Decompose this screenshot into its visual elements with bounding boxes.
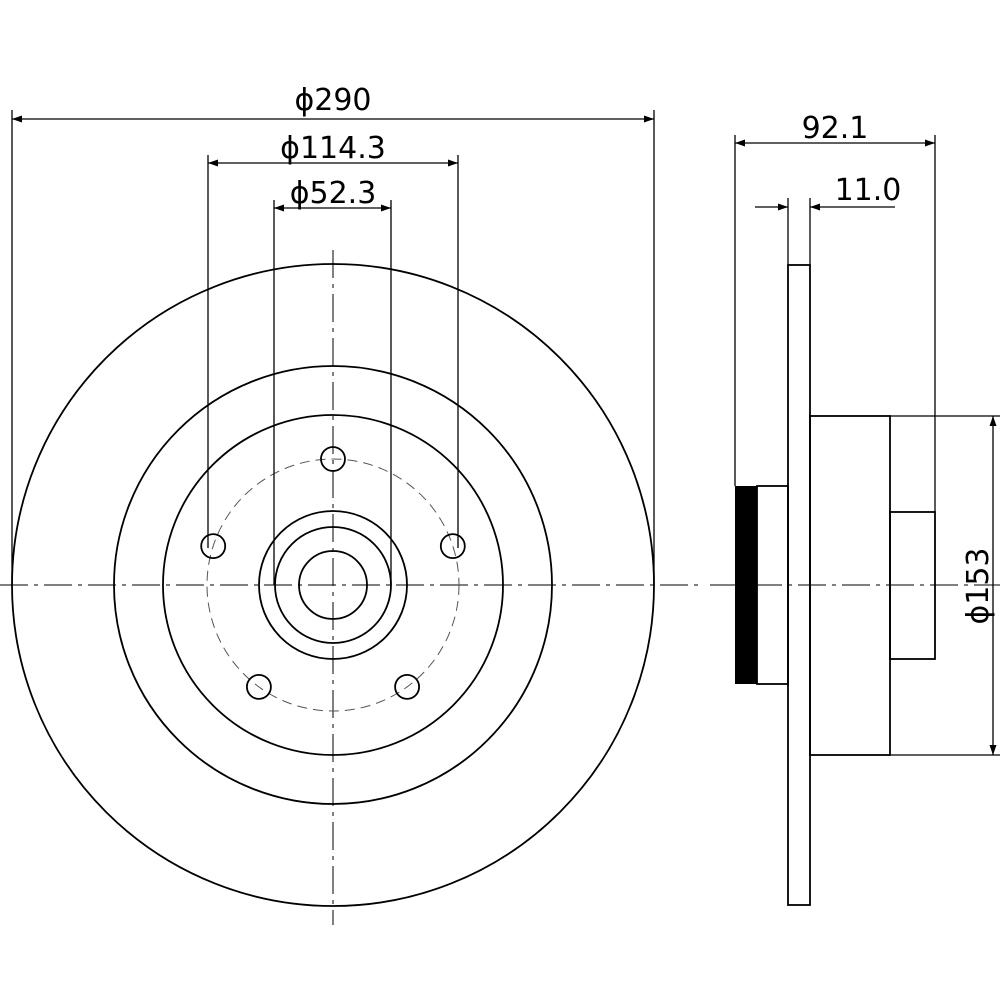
bolt-hole xyxy=(394,674,421,700)
center-bore xyxy=(298,550,368,620)
braking-surface-inner-edge xyxy=(113,365,553,805)
dim-disc-thickness: 11.0 xyxy=(835,173,902,208)
abs-sensor-ring xyxy=(735,486,757,684)
hub-boss-outer xyxy=(258,510,408,660)
bolt-hole xyxy=(200,533,227,559)
bolt-hole xyxy=(439,533,466,559)
bolt-holes xyxy=(200,446,466,700)
dim-hub-diameter: ϕ153 xyxy=(961,547,996,624)
front-dimensions: ϕ290 ϕ114.3 ϕ52.3 xyxy=(11,83,655,585)
dim-bolt-circle: ϕ114.3 xyxy=(280,131,386,166)
dim-center-bore: ϕ52.3 xyxy=(290,176,377,211)
hub-flange-edge xyxy=(162,414,504,756)
dim-total-height: 92.1 xyxy=(802,111,869,146)
bolt-hole xyxy=(320,446,346,472)
side-dimensions: 92.1 11.0 ϕ153 xyxy=(734,111,1000,756)
dim-outer-diameter: ϕ290 xyxy=(294,83,371,118)
bolt-hole xyxy=(245,674,272,700)
front-view xyxy=(0,250,700,925)
hub-spigot xyxy=(889,511,936,660)
side-view xyxy=(710,264,1000,906)
bolt-circle xyxy=(206,458,460,712)
